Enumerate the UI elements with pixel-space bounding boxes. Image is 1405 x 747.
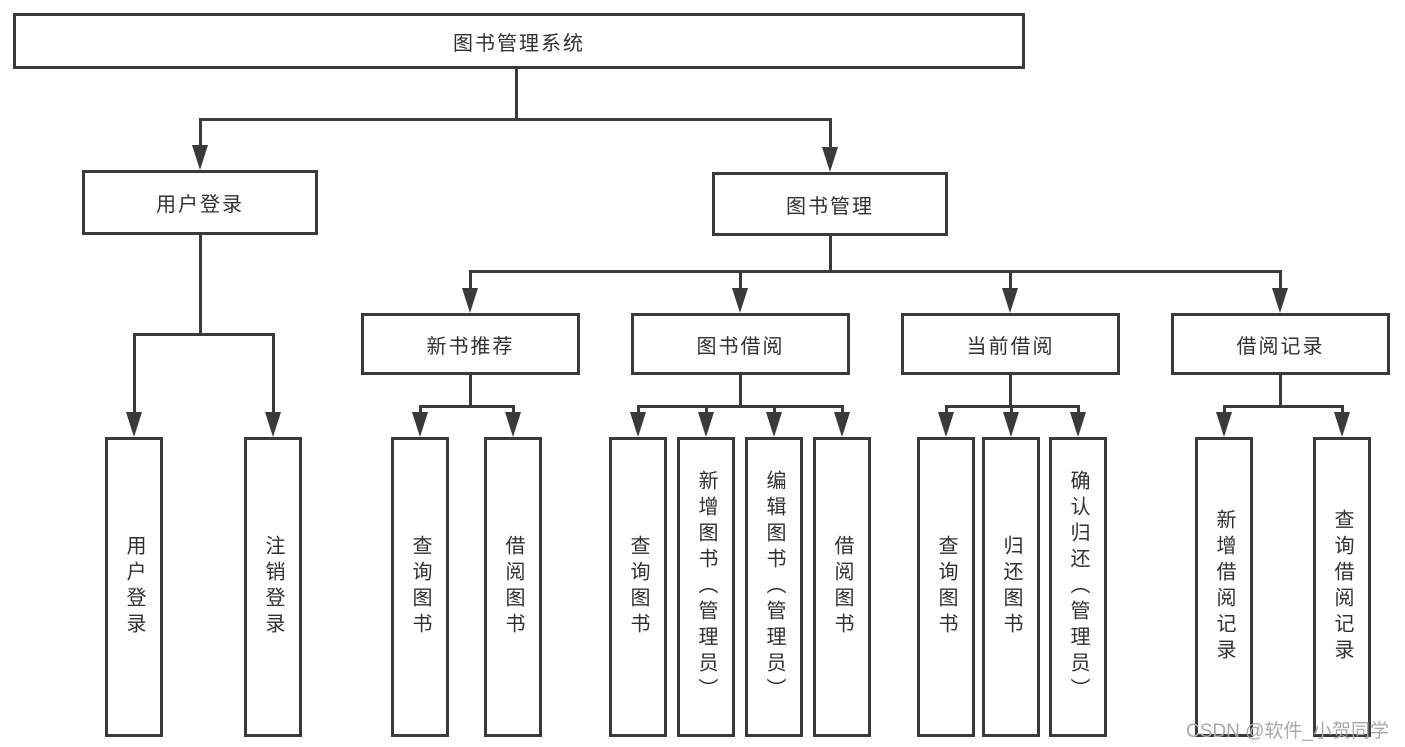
node-leaf-query-borrow-record: 查询借阅记录 bbox=[1313, 437, 1371, 737]
node-borrow-record: 借阅记录 bbox=[1171, 313, 1390, 375]
arrow-down-icon bbox=[412, 412, 428, 437]
node-leaf-edit-book-admin: 编辑图书（管理员） bbox=[745, 437, 803, 737]
node-leaf-confirm-return-admin: 确认归还（管理员） bbox=[1049, 437, 1107, 737]
connector-stub bbox=[773, 405, 776, 415]
connector-user-login-stem bbox=[199, 235, 202, 335]
connector-current-borrow-stem bbox=[1009, 375, 1012, 407]
arrow-down-icon bbox=[126, 412, 142, 437]
connector-book-borrow-stem bbox=[739, 375, 742, 407]
connector-stub bbox=[133, 333, 136, 414]
node-leaf-borrow-book: 借阅图书 bbox=[813, 437, 871, 737]
node-leaf-add-borrow-record: 新增借阅记录 bbox=[1195, 437, 1253, 737]
connector-stub bbox=[841, 405, 844, 415]
arrow-down-icon bbox=[766, 412, 782, 437]
node-leaf-label: 编辑图书（管理员） bbox=[763, 470, 785, 704]
arrow-down-icon bbox=[192, 145, 208, 170]
node-new-book-recommend: 新书推荐 bbox=[361, 313, 580, 375]
node-leaf-label: 借阅图书 bbox=[831, 535, 853, 639]
arrow-down-icon bbox=[630, 412, 646, 437]
arrow-down-icon bbox=[938, 412, 954, 437]
connector-borrow-record-split bbox=[1223, 405, 1344, 408]
arrow-down-icon bbox=[265, 412, 281, 437]
arrow-down-icon bbox=[698, 412, 714, 437]
connector-stub bbox=[1010, 405, 1013, 415]
node-leaf-add-book-admin: 新增图书（管理员） bbox=[677, 437, 735, 737]
connector-stub bbox=[1077, 405, 1080, 415]
connector-stub bbox=[1279, 270, 1282, 291]
connector-stub bbox=[1223, 405, 1226, 415]
node-label: 新书推荐 bbox=[426, 335, 515, 358]
connector-book-management-split bbox=[469, 270, 1282, 273]
connector-book-management-stem bbox=[829, 236, 832, 272]
node-label: 当前借阅 bbox=[966, 335, 1055, 358]
node-book-management: 图书管理 bbox=[712, 172, 948, 236]
node-leaf-user-login: 用户登录 bbox=[105, 437, 163, 737]
node-label: 图书借阅 bbox=[696, 335, 785, 358]
connector-root-stem bbox=[515, 68, 518, 120]
connector-new-book-split bbox=[419, 405, 515, 408]
arrow-down-icon bbox=[1334, 412, 1350, 437]
node-leaf-logout: 注销登录 bbox=[244, 437, 302, 737]
node-current-borrow: 当前借阅 bbox=[901, 313, 1120, 375]
node-leaf-label: 确认归还（管理员） bbox=[1067, 470, 1089, 704]
node-book-borrow: 图书借阅 bbox=[631, 313, 850, 375]
node-leaf-label: 查询借阅记录 bbox=[1331, 509, 1353, 665]
node-leaf-label: 新增借阅记录 bbox=[1213, 509, 1235, 665]
node-label: 图书管理 bbox=[786, 195, 874, 218]
connector-user-login-split bbox=[133, 333, 275, 336]
arrow-down-icon bbox=[505, 412, 521, 437]
node-label: 用户登录 bbox=[156, 194, 244, 216]
connector-stub bbox=[829, 118, 832, 149]
node-leaf-query-book-borrow: 查询图书 bbox=[609, 437, 667, 737]
connector-stub bbox=[1009, 270, 1012, 291]
connector-root-split bbox=[199, 118, 832, 121]
connector-stub bbox=[199, 118, 202, 148]
node-root-label: 图书管理系统 bbox=[453, 32, 585, 55]
connector-stub bbox=[945, 405, 948, 415]
arrow-down-icon bbox=[822, 147, 838, 172]
node-leaf-label: 新增图书（管理员） bbox=[695, 470, 717, 704]
connector-borrow-record-stem bbox=[1279, 375, 1282, 407]
arrow-down-icon bbox=[1272, 288, 1288, 313]
node-leaf-label: 查询图书 bbox=[627, 535, 649, 639]
connector-book-borrow-split bbox=[637, 405, 844, 408]
watermark: CSDN @软件_小贺同学 bbox=[1186, 721, 1389, 742]
arrow-down-icon bbox=[462, 288, 478, 313]
node-leaf-label: 归还图书 bbox=[1000, 535, 1022, 639]
connector-stub bbox=[739, 270, 742, 291]
node-leaf-label: 查询图书 bbox=[409, 535, 431, 639]
node-label: 借阅记录 bbox=[1236, 335, 1325, 358]
connector-stub bbox=[1341, 405, 1344, 415]
connector-new-book-stem bbox=[469, 375, 472, 407]
connector-stub bbox=[705, 405, 708, 415]
arrow-down-icon bbox=[1070, 412, 1086, 437]
node-user-login: 用户登录 bbox=[82, 170, 318, 235]
arrow-down-icon bbox=[1003, 412, 1019, 437]
arrow-down-icon bbox=[1216, 412, 1232, 437]
node-leaf-query-book-newbook: 查询图书 bbox=[391, 437, 449, 737]
arrow-down-icon bbox=[732, 288, 748, 313]
node-root: 图书管理系统 bbox=[13, 13, 1025, 69]
connector-stub bbox=[512, 405, 515, 415]
arrow-down-icon bbox=[834, 412, 850, 437]
node-leaf-query-book-current: 查询图书 bbox=[917, 437, 975, 737]
connector-stub bbox=[637, 405, 640, 415]
node-leaf-borrow-book-newbook: 借阅图书 bbox=[484, 437, 542, 737]
connector-stub bbox=[272, 333, 275, 414]
connector-stub bbox=[469, 270, 472, 291]
connector-stub bbox=[419, 405, 422, 415]
node-leaf-return-book: 归还图书 bbox=[982, 437, 1040, 737]
arrow-down-icon bbox=[1002, 288, 1018, 313]
node-leaf-label: 借阅图书 bbox=[502, 535, 524, 639]
node-leaf-label: 注销登录 bbox=[262, 535, 284, 639]
node-leaf-label: 用户登录 bbox=[123, 535, 145, 639]
node-leaf-label: 查询图书 bbox=[935, 535, 957, 639]
